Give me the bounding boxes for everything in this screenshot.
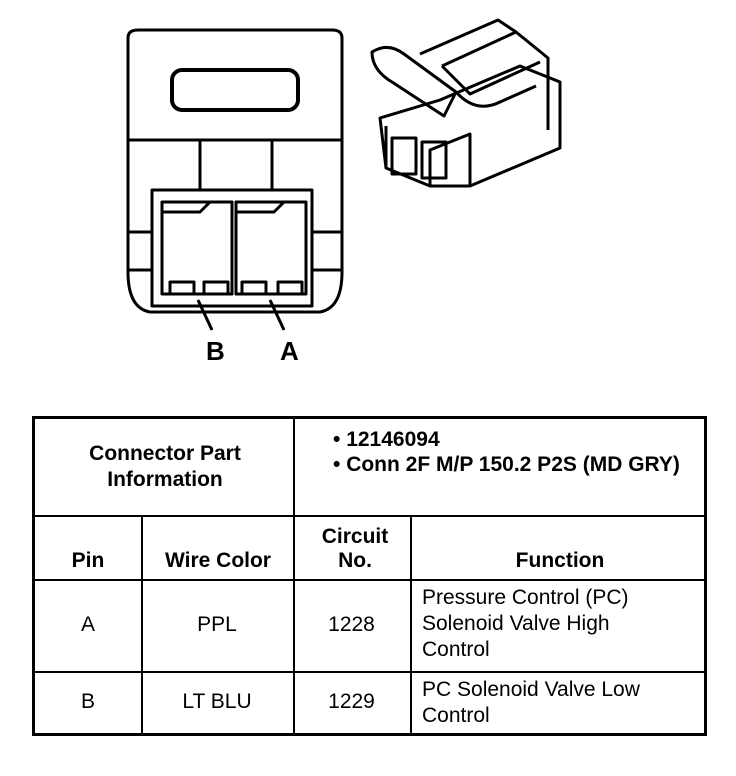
connector-front-view [126, 28, 344, 331]
column-header-circuit-no: Circuit No. [321, 525, 389, 572]
column-header-wire-color: Wire Color [165, 549, 271, 572]
column-header-function: Function [515, 549, 605, 572]
row-a-function: Pressure Control (PC) Solenoid Valve Hig… [422, 586, 629, 661]
column-header-pin: Pin [71, 549, 105, 572]
connector-part-info-header: Connector Part Information [89, 442, 241, 491]
row-a-pin: A [80, 613, 95, 636]
connector-part-bullets: • 12146094 • Conn 2F M/P 150.2 P2S (MD G… [333, 427, 693, 511]
pin-label-a: A [280, 336, 299, 366]
row-a-wire-color: PPL [197, 613, 237, 636]
row-a-circuit: 1228 [328, 613, 375, 636]
connector-info-table: Connector Part Information • 12146094 • … [32, 416, 707, 736]
bullet-connector-desc: • Conn 2F M/P 150.2 P2S (MD GRY) [333, 453, 680, 476]
row-b-circuit: 1229 [328, 690, 375, 713]
connector-diagram [126, 18, 562, 331]
row-b-pin: B [80, 690, 95, 713]
row-b-function: PC Solenoid Valve Low Control [422, 678, 640, 727]
pin-label-b: B [206, 336, 225, 366]
connector-isometric-view [370, 18, 562, 188]
row-b-wire-color: LT BLU [182, 690, 252, 713]
bullet-part-number: • 12146094 [333, 428, 440, 451]
